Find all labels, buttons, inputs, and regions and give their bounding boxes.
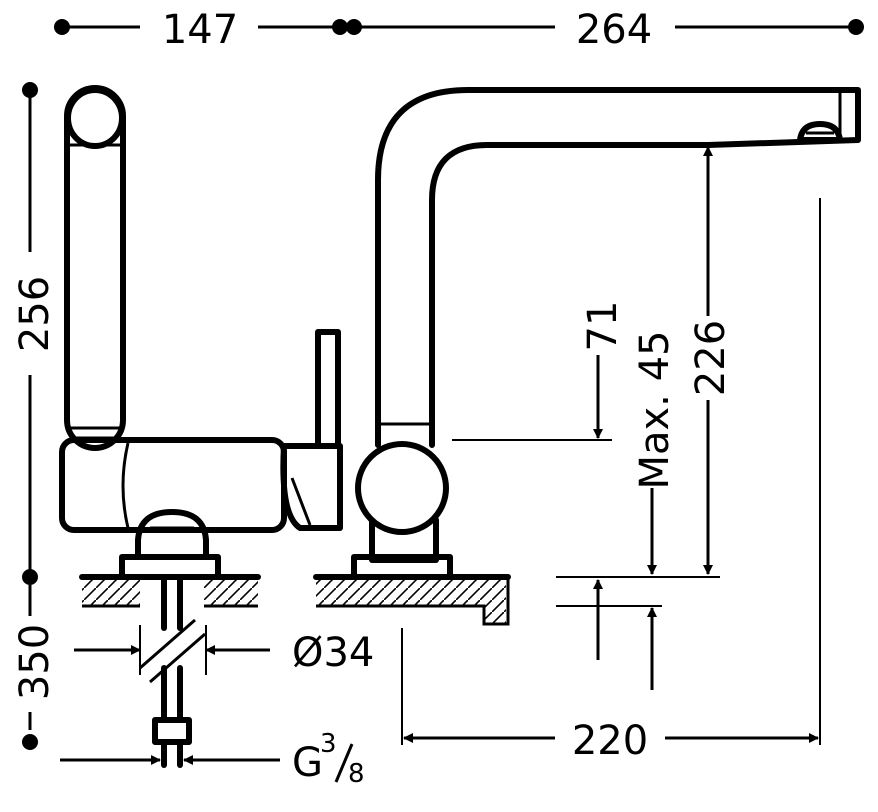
dimension-hole-diameter: Ø34 <box>74 625 374 676</box>
dimension-thread: G 3 8 <box>60 729 365 789</box>
dimension-outlet-226: 226 <box>688 146 734 575</box>
dimension-left-256: 256 <box>12 82 58 585</box>
dimension-label-264: 264 <box>576 7 652 53</box>
dimension-label-max-45: Max. 45 <box>632 330 678 489</box>
dimension-label-147: 147 <box>162 7 238 53</box>
dimension-aerator-71: 71 <box>452 301 626 441</box>
dimension-label-350: 350 <box>12 624 58 700</box>
counter-left <box>79 574 261 608</box>
lever-base <box>280 443 343 531</box>
dimension-max-45: Max. 45 <box>632 330 678 690</box>
dimension-label-71: 71 <box>580 301 626 352</box>
faucet-horizontal-body <box>59 437 287 533</box>
dimension-label-226: 226 <box>688 320 734 396</box>
faucet-left-view <box>59 85 343 580</box>
faucet-body-column <box>64 85 126 451</box>
aerator <box>797 121 843 143</box>
dimension-top-264: 264 <box>346 7 864 53</box>
spout-outer <box>375 87 861 448</box>
worktop-reference <box>556 576 720 660</box>
supply-hose <box>139 574 206 768</box>
dimension-label-256: 256 <box>12 276 58 352</box>
dimension-label-thread: G <box>292 740 323 786</box>
faucet-top-cap <box>65 87 125 149</box>
thread-denominator: 8 <box>348 759 365 789</box>
dimension-left-350: 350 <box>12 585 58 750</box>
lever-handle <box>315 329 341 449</box>
thread-numerator: 3 <box>320 729 337 759</box>
counter-right <box>313 574 511 626</box>
hose-fitting <box>152 717 192 745</box>
dimension-label-220: 220 <box>572 718 648 764</box>
faucet-round-body <box>355 441 449 535</box>
dimension-top-147: 147 <box>54 7 348 53</box>
dimension-reach: 220 <box>401 198 821 764</box>
dimension-label-diameter: Ø34 <box>292 630 374 676</box>
spout-inner <box>429 142 711 448</box>
